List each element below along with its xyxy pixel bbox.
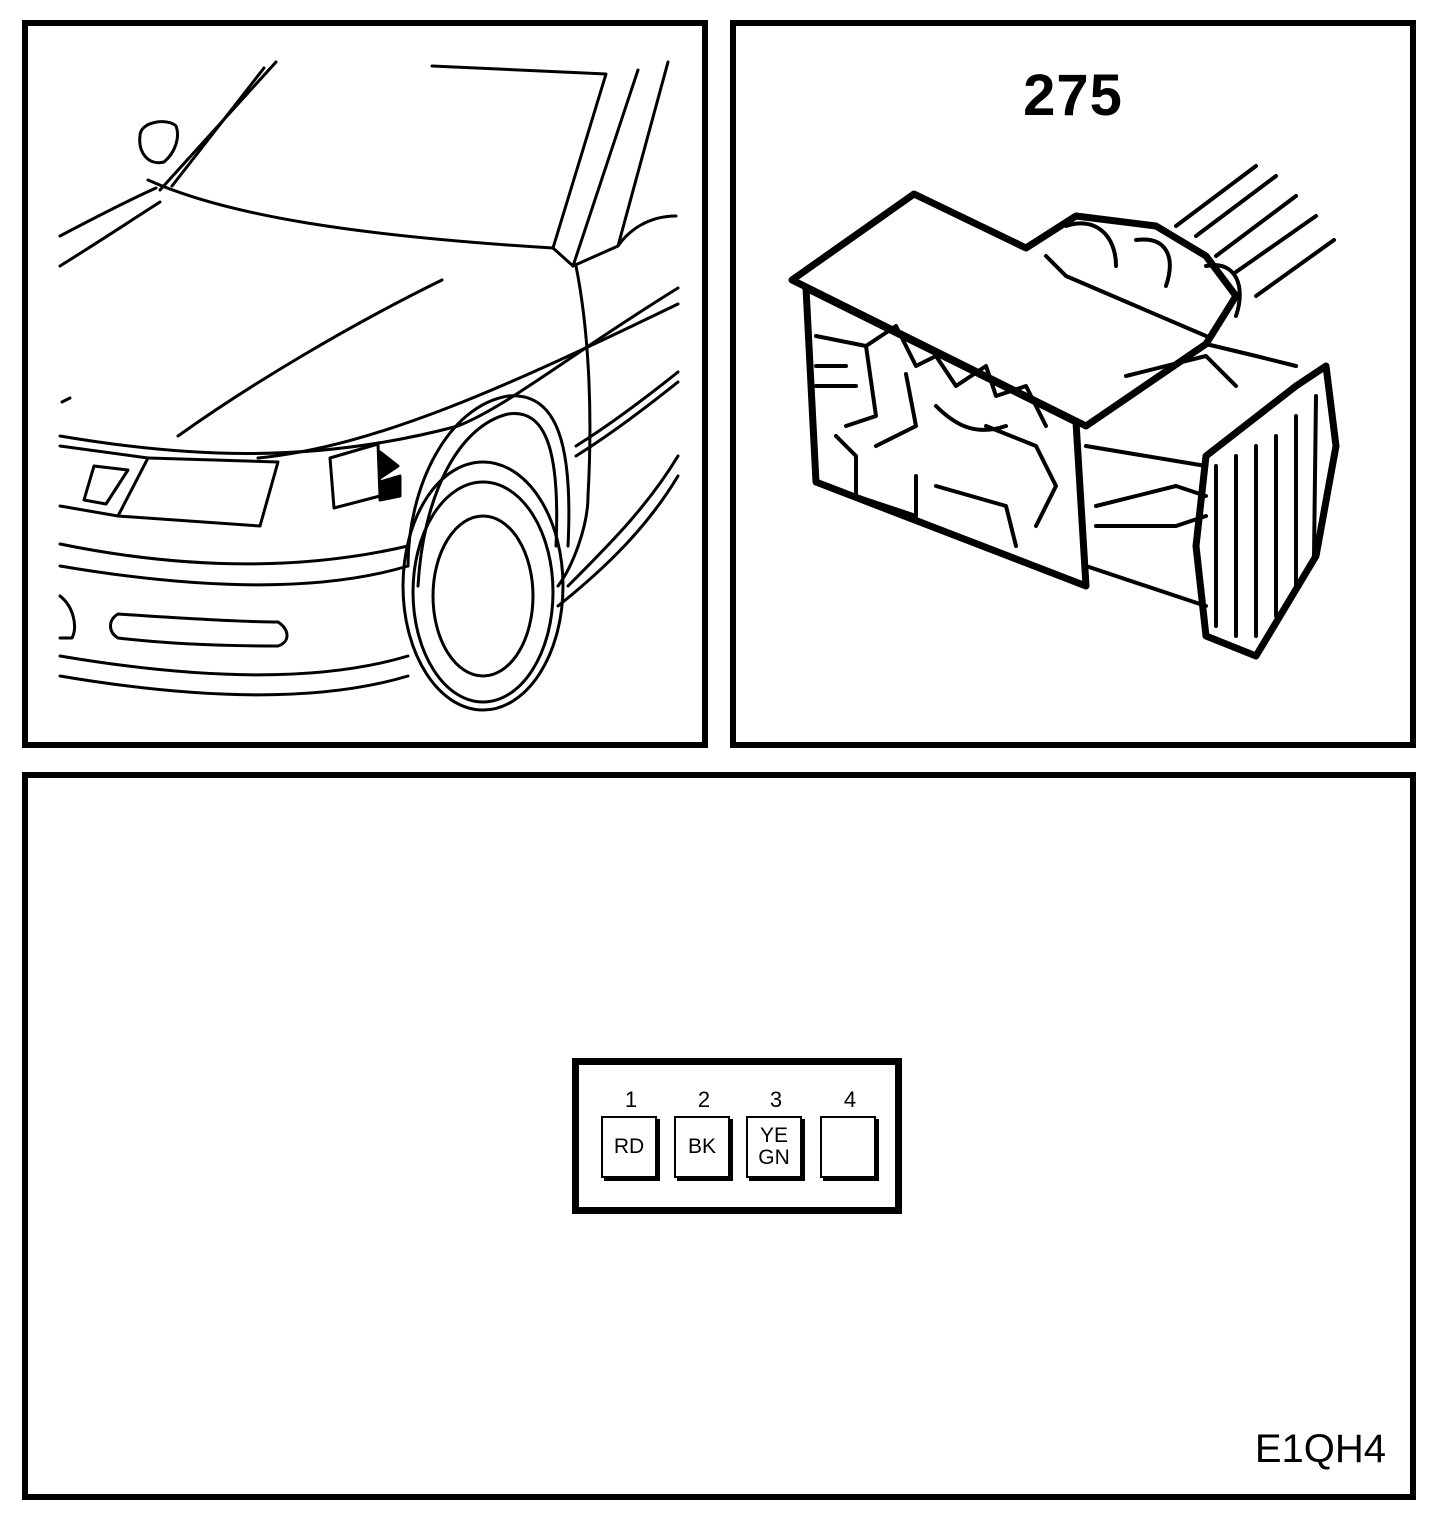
connector-number: 275	[1023, 63, 1123, 128]
pin-number: 1	[624, 1087, 638, 1112]
pin-number: 2	[697, 1087, 711, 1112]
pin-wire-color: BK	[674, 1116, 730, 1178]
car-front-illustration	[58, 60, 680, 712]
pin-number: 4	[843, 1087, 857, 1112]
pin-wire-color: RD	[601, 1116, 657, 1178]
connector-housing-illustration	[788, 164, 1340, 660]
figure-code: E1QH4	[1254, 1427, 1386, 1471]
car-location-panel	[22, 20, 708, 748]
pin-wire-color: YE GN	[746, 1116, 802, 1178]
pinout-panel: 1 2 3 4 RD BK YE GN E1QH4	[22, 772, 1416, 1500]
pin-number: 3	[769, 1087, 783, 1112]
connector-view-panel: 275	[730, 20, 1416, 748]
pin-wire-color	[820, 1116, 876, 1178]
connector-pinout-face: 1 2 3 4 RD BK YE GN	[572, 1058, 902, 1214]
